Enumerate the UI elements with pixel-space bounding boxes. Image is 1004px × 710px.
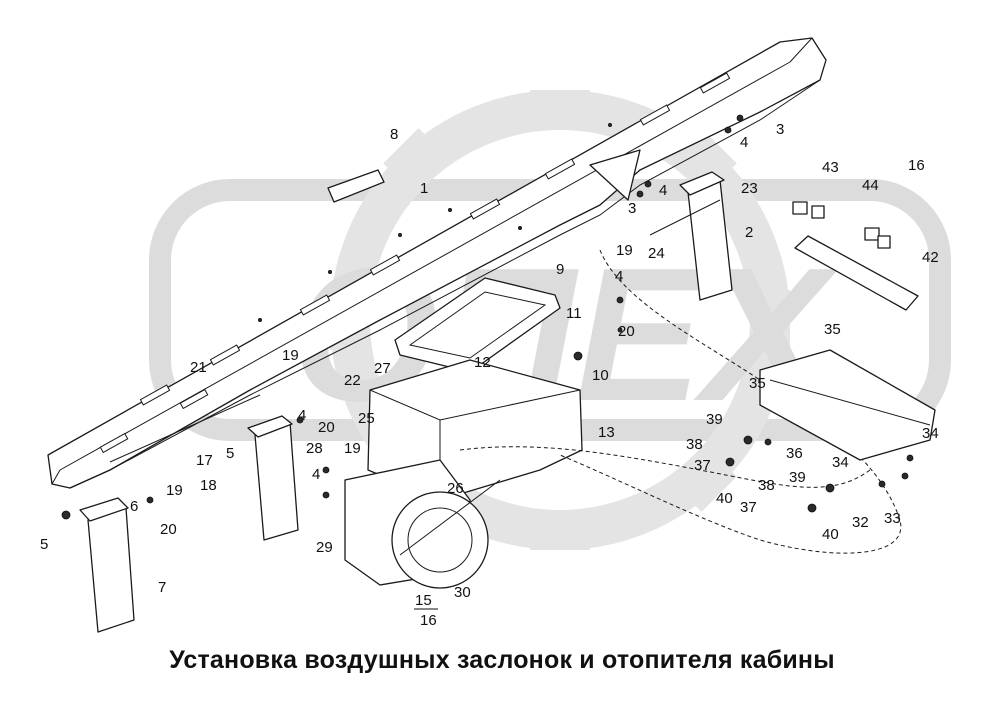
callout-37: 37 [694, 457, 711, 474]
callout-22: 22 [344, 372, 361, 389]
callout-10: 10 [592, 367, 609, 384]
callout-19: 19 [282, 347, 299, 364]
callout-30: 30 [454, 584, 471, 601]
callout-36: 36 [786, 445, 803, 462]
callout-1: 1 [420, 180, 428, 197]
callout-29: 29 [316, 539, 333, 556]
callout-20: 20 [618, 323, 635, 340]
callout-40: 40 [822, 526, 839, 543]
callout-26: 26 [447, 480, 464, 497]
bracket-8 [327, 169, 385, 203]
callout-20: 20 [160, 521, 177, 538]
callout-33: 33 [884, 510, 901, 527]
callout-35: 35 [824, 321, 841, 338]
callout-2: 2 [745, 224, 753, 241]
cable-2 [459, 446, 871, 488]
rod-24 [649, 199, 721, 236]
callout-28: 28 [306, 440, 323, 457]
duct-slots [99, 72, 731, 454]
callout-38: 38 [686, 436, 703, 453]
support-column-7 [79, 497, 135, 633]
callout-11: 11 [566, 305, 582, 322]
heater-frame-9 [394, 277, 561, 373]
plate-42 [794, 235, 919, 311]
callout-39: 39 [789, 469, 806, 486]
callout-34: 34 [922, 425, 939, 442]
callout-44: 44 [862, 177, 879, 194]
bracket-35-assembly [759, 349, 936, 461]
callout-15: 15 [415, 592, 432, 609]
fasteners [61, 114, 914, 520]
callout-38: 38 [758, 477, 775, 494]
callout-43: 43 [822, 159, 839, 176]
heater-unit-13 [344, 359, 583, 589]
callout-8: 8 [390, 126, 398, 143]
callout-4: 4 [615, 268, 623, 285]
callout-25: 25 [358, 410, 375, 427]
callout-7: 7 [158, 579, 166, 596]
callout-23: 23 [741, 180, 758, 197]
callout-40: 40 [716, 490, 733, 507]
cable-1 [559, 249, 902, 554]
callout-13: 13 [598, 424, 615, 441]
callout-3: 3 [776, 121, 784, 138]
callout-42: 42 [922, 249, 939, 266]
callout-4: 4 [659, 182, 667, 199]
rod-26 [399, 479, 501, 556]
diagram-caption: Установка воздушных заслонок и отопителя… [169, 646, 835, 674]
callout-5: 5 [40, 536, 48, 553]
callout-34: 34 [832, 454, 849, 471]
callout-24: 24 [648, 245, 665, 262]
callout-27: 27 [374, 360, 391, 377]
callout-9: 9 [556, 261, 564, 278]
callout-16: 16 [908, 157, 925, 174]
callout-4: 4 [312, 466, 320, 483]
rod-17-18 [109, 394, 261, 463]
cap-44a [864, 227, 880, 241]
callout-19: 19 [616, 242, 633, 259]
cap-44b [877, 235, 891, 249]
callout-12: 12 [474, 354, 491, 371]
callout-20: 20 [318, 419, 335, 436]
callout-32: 32 [852, 514, 869, 531]
callout-6: 6 [130, 498, 138, 515]
duct-holes [257, 123, 613, 322]
callout-37: 37 [740, 499, 757, 516]
air-duct-beam [47, 37, 827, 489]
callout-4: 4 [740, 134, 748, 151]
callout-35: 35 [749, 375, 766, 392]
callout-19: 19 [344, 440, 361, 457]
callout-21: 21 [190, 359, 207, 376]
callout-labels: 1233444445567891011121315161617181919191… [40, 121, 939, 629]
support-column-middle [247, 415, 299, 541]
cap-43b [811, 205, 825, 219]
callout-16: 16 [420, 612, 437, 629]
callout-5: 5 [226, 445, 234, 462]
callout-17: 17 [196, 452, 213, 469]
callout-18: 18 [200, 477, 217, 494]
callout-19: 19 [166, 482, 183, 499]
callout-3: 3 [628, 200, 636, 217]
callout-4: 4 [298, 407, 306, 424]
cap-43a [792, 201, 808, 215]
callout-39: 39 [706, 411, 723, 428]
